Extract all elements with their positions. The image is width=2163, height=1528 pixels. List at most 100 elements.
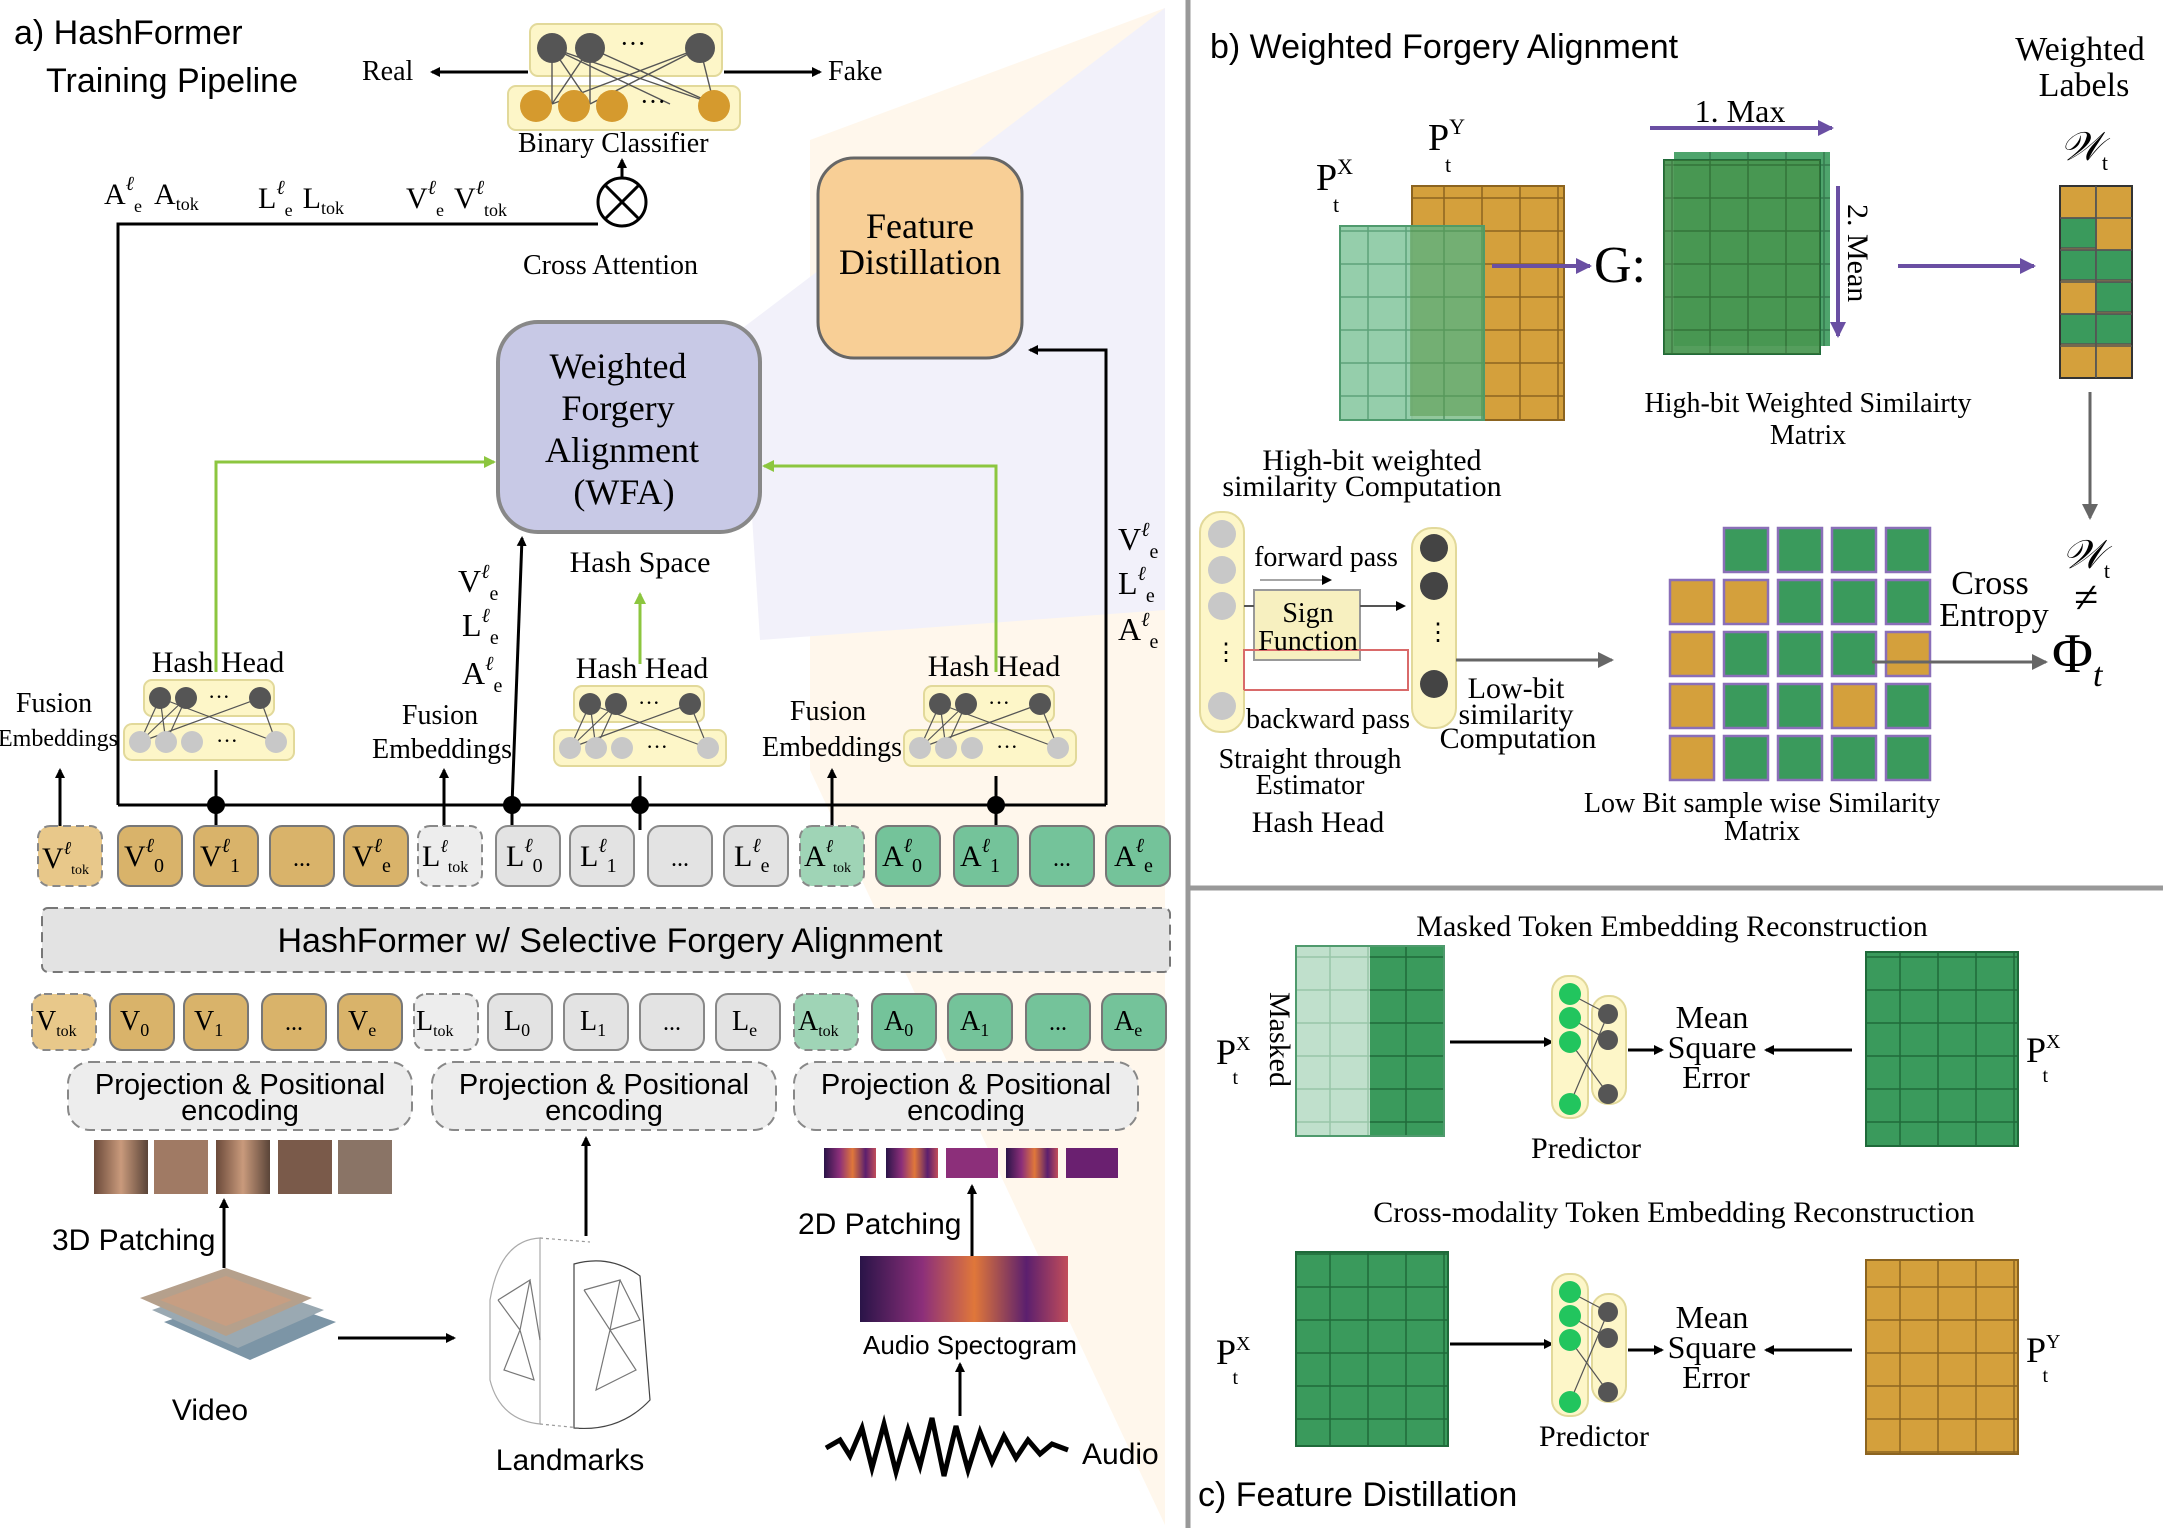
weighted-labels-l1: Weighted: [2015, 31, 2144, 68]
svg-text:Atok: Atok: [798, 1006, 839, 1040]
mean-label: 2. Mean: [1841, 204, 1874, 302]
low-bit-matrix: [1668, 526, 1932, 782]
low-bit-comp-l3: Computation: [1440, 722, 1597, 755]
wfa-box[interactable]: [496, 320, 762, 534]
wt-symbol-top: 𝒲t: [2060, 124, 2111, 175]
panel-b-title: b) Weighted Forgery Alignment: [1210, 28, 1679, 66]
panel-a-title: a) HashFormer: [14, 14, 243, 52]
projection-box-audio: [793, 1061, 1139, 1131]
phi-symbol: Φt: [2052, 623, 2104, 694]
svg-text:⋮: ⋮: [1214, 640, 1238, 666]
svg-text:...: ...: [1053, 846, 1071, 872]
projection-video-l1: Projection & Positional: [95, 1069, 385, 1101]
fusion-label-2b: Embeddings: [372, 734, 512, 765]
projection-landmark-l2: encoding: [545, 1095, 663, 1127]
spectrogram-patches: [824, 1148, 1118, 1178]
svg-text:···: ···: [646, 734, 668, 759]
green-arrow-right: [762, 460, 998, 672]
predictor-top: [1551, 975, 1627, 1119]
projection-landmark-l1: Projection & Positional: [459, 1069, 749, 1101]
line-to-cross-attention: [116, 222, 598, 805]
real-label: Real: [362, 56, 414, 87]
hash-head-left: ··· ···: [123, 679, 295, 761]
svg-text:Lℓe: Lℓe: [462, 605, 499, 649]
high-bit-matrix: [1663, 152, 1830, 355]
predictor-bottom: [1551, 1273, 1627, 1417]
video-label: Video: [172, 1394, 248, 1427]
svg-text:···: ···: [638, 690, 660, 715]
ste-l2: Estimator: [1256, 770, 1366, 801]
landmarks-label: Landmarks: [496, 1444, 644, 1477]
wfa-line-2: Forgery: [561, 388, 674, 428]
svg-text:···: ···: [208, 684, 230, 709]
svg-text:...: ...: [663, 1010, 681, 1036]
panel-a-subtitle: Training Pipeline: [46, 62, 298, 100]
cross-entropy-l2: Entropy: [1939, 597, 2049, 634]
projection-box-video: [67, 1061, 413, 1131]
forward-pass-label: forward pass: [1254, 542, 1398, 573]
panel-b: b) Weighted Forgery Alignment Weighted L…: [1199, 28, 2145, 847]
distillation-inputs: Vℓe Lℓe Aℓe: [1118, 519, 1158, 653]
wfa-line-4: (WFA): [573, 472, 674, 512]
patching-3d-label: 3D Patching: [52, 1224, 215, 1257]
low-bit-matrix-l1: Low Bit sample wise Similarity: [1584, 788, 1940, 819]
high-bit-matrix-l2: Matrix: [1770, 420, 1846, 451]
audio-waveform: [824, 1414, 1069, 1482]
feature-distillation-box[interactable]: [816, 156, 1024, 360]
hashformer-bar-label: HashFormer w/ Selective Forgery Alignmen…: [277, 922, 943, 960]
mse-top-l2: Square: [1668, 1029, 1757, 1065]
projection-audio-l1: Projection & Positional: [821, 1069, 1111, 1101]
wfa-inputs: Vℓe Lℓe Aℓe: [458, 561, 502, 697]
binary-classifier: ··· ···: [507, 23, 741, 131]
target-pt-x: [1865, 951, 2019, 1147]
panel-c: Masked Token Embedding Reconstruction Ma…: [1198, 910, 2061, 1514]
weighted-labels-l2: Labels: [2039, 67, 2130, 104]
ste-hash-head-label: Hash Head: [1252, 806, 1384, 839]
low-bit-matrix-l2: Matrix: [1724, 816, 1800, 847]
wfa-line-3: Alignment: [545, 430, 699, 470]
svg-text:...: ...: [671, 846, 689, 872]
svg-text:···: ···: [640, 87, 666, 116]
max-label: 1. Max: [1695, 93, 1786, 129]
hash-head-right-label: Hash Head: [928, 650, 1060, 683]
hash-head-center-label: Hash Head: [576, 652, 708, 685]
cross-title: Cross-modality Token Embedding Reconstru…: [1373, 1196, 1974, 1229]
fusion-label-3b: Embeddings: [762, 732, 902, 763]
predictor-top-label: Predictor: [1531, 1132, 1641, 1165]
svg-text:A0: A0: [884, 1006, 913, 1040]
g-label: G:: [1594, 237, 1646, 294]
panel-a: a) HashFormer Training Pipeline ··· ··· …: [0, 14, 1171, 1482]
svg-text:⋮: ⋮: [1426, 620, 1450, 646]
masked-pt-x: [1295, 945, 1445, 1137]
neq-symbol: ≠: [2074, 573, 2098, 622]
arrow-to-feature-distillation: [1028, 345, 1108, 805]
fusion-label-2a: Fusion: [402, 700, 478, 731]
projection-video-l2: encoding: [181, 1095, 299, 1127]
hashformer-bar[interactable]: [41, 907, 1171, 973]
panel-c-title: c) Feature Distillation: [1198, 1476, 1517, 1514]
mse-bottom-l1: Mean: [1676, 1299, 1749, 1335]
ste-hash-head: ⋮ ⋮: [1199, 511, 1457, 733]
feature-distillation-l2: Distillation: [839, 242, 1001, 282]
lower-token-row: Vtok V0 V1 ... Ve Ltok L0 L1 ... Le Atok…: [31, 993, 1167, 1051]
mse-bottom-l2: Square: [1668, 1329, 1757, 1365]
high-bit-comp-l1: High-bit weighted: [1262, 444, 1481, 477]
video-frames: [140, 1268, 336, 1360]
green-arrow-left: [214, 456, 496, 672]
svg-text:···: ···: [996, 734, 1018, 759]
svg-text:···: ···: [620, 29, 646, 58]
svg-text:Vℓe: Vℓe: [458, 561, 498, 605]
fusion-label-1a: Fusion: [16, 688, 92, 719]
svg-text:Ae: Ae: [1114, 1006, 1142, 1040]
target-pt-y: [1865, 1259, 2019, 1455]
sign-function-l1: Sign: [1282, 598, 1333, 629]
cross-entropy-l1: Cross: [1951, 565, 2028, 602]
high-bit-comp-l2: similarity Computation: [1222, 470, 1501, 503]
